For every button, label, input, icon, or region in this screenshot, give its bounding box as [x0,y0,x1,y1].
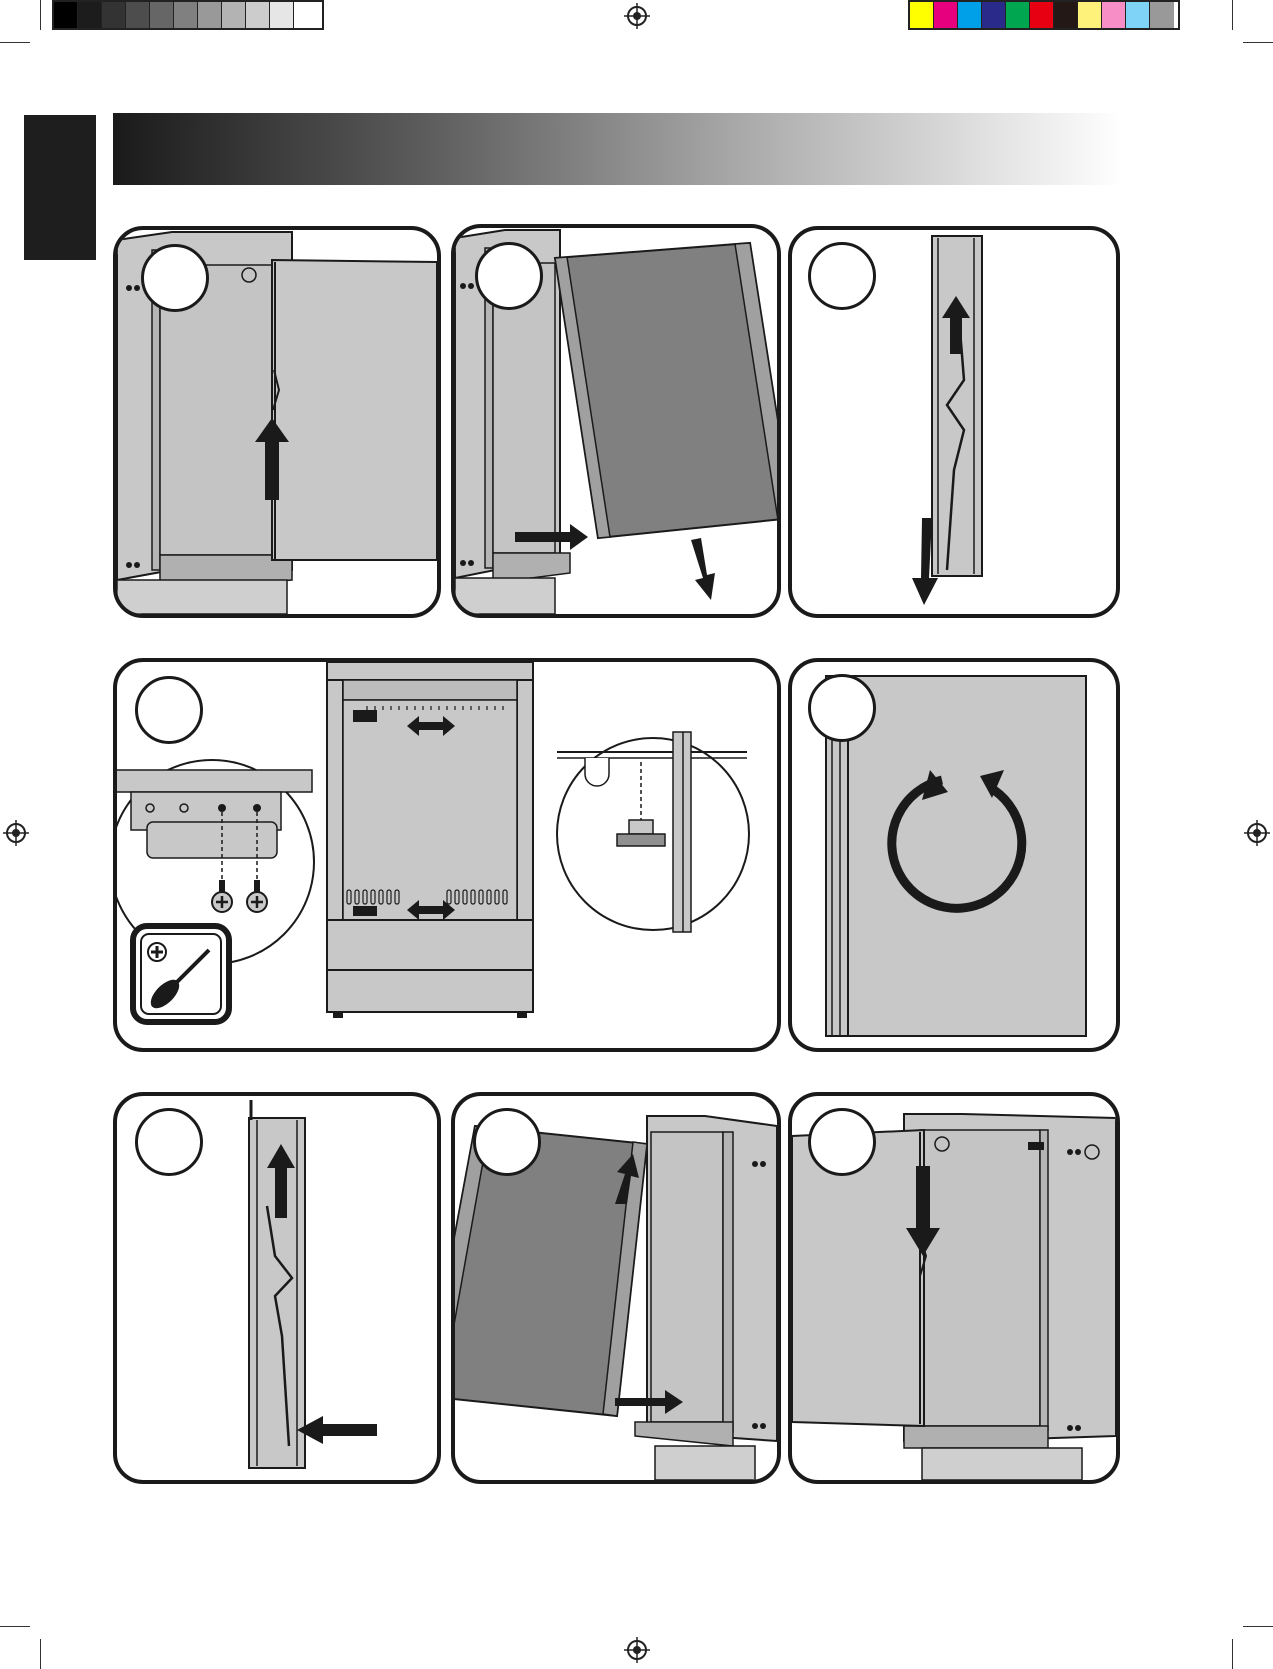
grayscale-swatch [174,2,198,28]
step-5-panel [788,658,1120,1052]
process-color-swatch [982,2,1006,28]
crop-mark [1232,0,1233,30]
grayscale-swatch [150,2,174,28]
registration-mark-icon [624,3,650,29]
crop-mark [1243,1626,1273,1627]
step-2-badge [475,242,543,310]
registration-mark-icon [1244,820,1270,846]
step-3-badge [808,242,876,310]
step-4-illustration [117,662,777,1048]
step-4-badge [135,676,203,744]
process-color-swatch [958,2,982,28]
process-color-swatch [910,2,934,28]
section-header-band [113,113,1123,185]
grayscale-swatch [222,2,246,28]
step-7-panel [451,1092,781,1484]
grayscale-swatch [102,2,126,28]
crop-mark [40,1639,41,1669]
step-3-panel [788,226,1120,618]
process-color-swatch [1126,2,1150,28]
language-tab [24,115,96,260]
grayscale-swatch [78,2,102,28]
crop-mark [1232,1639,1233,1669]
grayscale-swatch-bar [52,0,324,30]
grayscale-swatch [270,2,294,28]
crop-mark [0,1626,30,1627]
step-8-badge [808,1108,876,1176]
grayscale-swatch [126,2,150,28]
step-8-panel [788,1092,1120,1484]
step-4-panel [113,658,781,1052]
process-color-swatch [1150,2,1174,28]
grayscale-swatch [294,2,318,28]
phillips-screwdriver-icon [133,926,229,1022]
process-color-swatch [1030,2,1054,28]
process-color-swatch [1078,2,1102,28]
process-color-swatch-bar [908,0,1180,30]
crop-mark [40,0,41,30]
grayscale-swatch [54,2,78,28]
grayscale-swatch [246,2,270,28]
process-color-swatch [934,2,958,28]
process-color-swatch [1102,2,1126,28]
step-1-panel [113,226,441,618]
process-color-swatch [1006,2,1030,28]
crop-mark [0,42,30,43]
step-1-badge [141,244,209,312]
step-7-badge [473,1108,541,1176]
step-2-panel [451,224,781,618]
step-6-badge [135,1108,203,1176]
step-5-badge [808,674,876,742]
process-color-swatch [1054,2,1078,28]
registration-mark-icon [624,1637,650,1663]
crop-mark [1243,42,1273,43]
registration-mark-icon [3,820,29,846]
grayscale-swatch [198,2,222,28]
step-6-panel [113,1092,441,1484]
